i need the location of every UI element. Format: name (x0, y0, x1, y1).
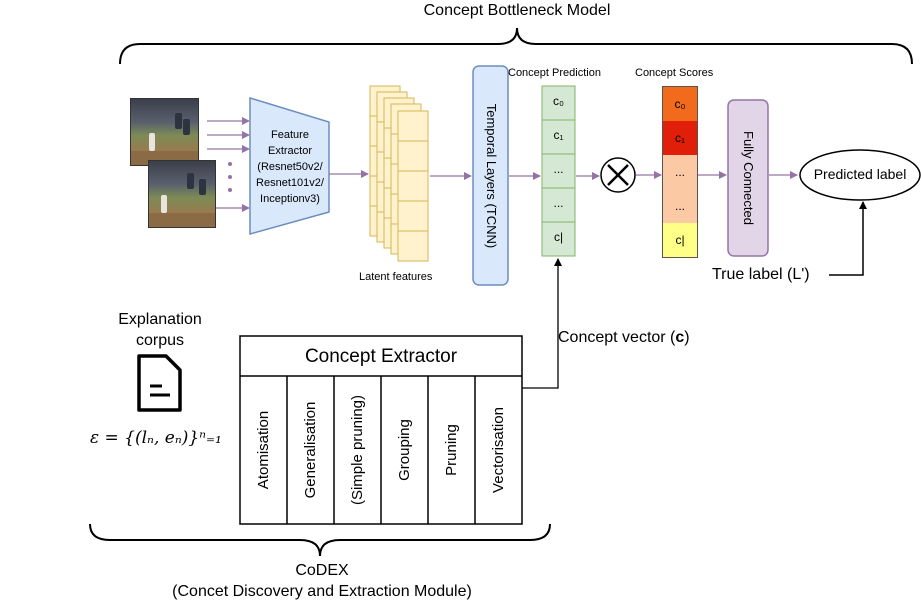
concept-extractor-table (239, 335, 523, 525)
ellipsis-dot (228, 188, 232, 192)
true-label-text: True label (L') (712, 266, 810, 283)
codex-label: CoDEX (Concet Discovery and Extraction M… (172, 562, 472, 600)
concept-prediction-column (541, 85, 576, 257)
explanation-corpus-label: Explanation corpus (118, 311, 202, 349)
extractor-step-simple-pruning: (Simple pruning) (349, 394, 366, 506)
fully-connected-box (727, 99, 769, 257)
concept-score-cell: ... (663, 189, 697, 223)
latent-features-stack (369, 85, 429, 262)
predicted-label-ellipse (799, 149, 921, 201)
latent-features-label: Latent features (359, 271, 433, 283)
concept-score-cell: ... (663, 155, 697, 189)
concept-scores-title: Concept Scores (635, 67, 714, 79)
extractor-step-atomisation: Atomisation (255, 410, 272, 490)
concept-score-cell: c₀ (663, 87, 697, 121)
extractor-step-grouping: Grouping (396, 419, 413, 481)
concept-score-cell: c| (663, 223, 697, 257)
document-icon (137, 354, 182, 412)
ellipsis-dot (228, 162, 232, 166)
extractor-step-pruning: Pruning (443, 424, 460, 476)
concept-prediction-cell: c₁ (553, 128, 564, 142)
true-label-connector (829, 201, 867, 276)
video-frame-image (148, 160, 216, 228)
predicted-label-text: Predicted label (813, 166, 907, 182)
top-brace (119, 27, 913, 65)
bottom-brace (89, 523, 551, 557)
concept-prediction-cell: c| (553, 230, 564, 244)
video-frame-image (130, 98, 199, 166)
feature-extractor-shape (249, 96, 330, 235)
temporal-layers-label: Temporal Layers (TCNN) (484, 103, 499, 249)
concept-vector-connector (521, 258, 562, 389)
feature-extractor-label: Feature Extractor (Resnet50v2/ Resnet101… (256, 129, 324, 205)
explanation-corpus-formula: ε = {(lₙ, eₙ)}ⁿ₌₁ (90, 428, 222, 448)
extractor-step-generalisation: Generalisation (302, 401, 319, 499)
diagram-title: Concept Bottleneck Model (423, 2, 611, 19)
concept-vector-label: Concept vector (c) (558, 329, 690, 346)
concept-scores-column: c₀ c₁ ... ... c| (662, 86, 698, 258)
multiply-operator (600, 157, 636, 193)
ellipsis-dot (228, 175, 232, 179)
concept-prediction-cell: c₀ (553, 94, 564, 108)
concept-prediction-cell: ... (553, 196, 564, 210)
temporal-layers-box (472, 65, 509, 286)
concept-prediction-title: Concept Prediction (508, 67, 601, 79)
fully-connected-label: Fully Connected (741, 131, 756, 225)
concept-score-cell: c₁ (663, 121, 697, 155)
concept-prediction-cell: ... (553, 162, 564, 176)
extractor-step-vectorisation: Vectorisation (490, 407, 507, 493)
concept-extractor-title: Concept Extractor (304, 346, 458, 367)
